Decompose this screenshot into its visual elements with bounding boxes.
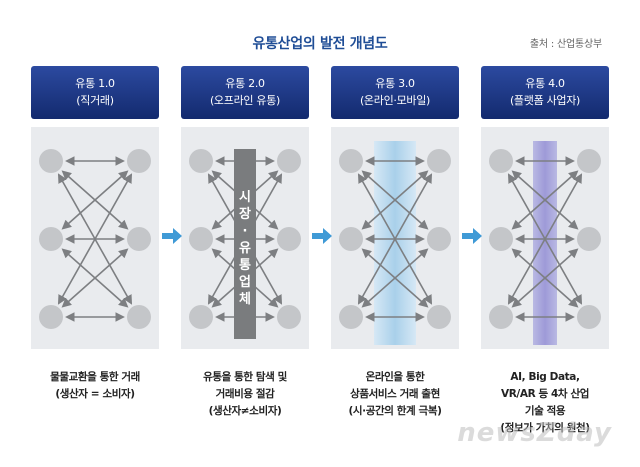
exchange-link [511, 248, 579, 308]
participant-node [577, 305, 601, 329]
stage-4-desc-line: 기술 적용 [524, 405, 566, 417]
stage-1-subtitle: (직거래) [76, 94, 114, 107]
participant-node [577, 149, 601, 173]
stage-2-desc-line: 거래비용 절감 [215, 388, 275, 400]
right-arrow-icon [162, 228, 182, 244]
stage-2-header: 유통 2.0 (오프라인 유통) [181, 66, 309, 119]
source-note: 출처 : 산업통상부 [529, 39, 602, 50]
participant-node [489, 227, 513, 251]
stage-3: 유통 3.0 (온라인·모바일) 온라인을 통한 상품서비스 거래 출현 (시·… [331, 66, 459, 420]
participant-node [489, 149, 513, 173]
participant-node [189, 149, 213, 173]
stage-3-subtitle: (온라인·모바일) [359, 94, 431, 107]
watermark-logo: newsZday [457, 418, 612, 448]
participant-node [577, 227, 601, 251]
participant-node [127, 227, 151, 251]
stage-2-desc-line: (생산자≠소비자) [208, 405, 282, 417]
participant-node [427, 305, 451, 329]
stage-4-subtitle: (플랫폼 사업자) [509, 94, 581, 107]
stage-4-description: AI, Big Data, VR/AR 등 4차 산업 기술 적용 (정보가 가… [481, 369, 609, 437]
participant-node [39, 305, 63, 329]
stage-4: 유통 4.0 (플랫폼 사업자) AI, Big Data, VR/AR 등 4… [481, 66, 609, 437]
stage-3-title: 유통 3.0 [375, 77, 415, 90]
participant-node [189, 227, 213, 251]
participant-node [339, 305, 363, 329]
participant-node [39, 149, 63, 173]
market-label-char: 통 [239, 258, 251, 273]
stage-4-desc-line: (정보가 가치의 원천) [500, 422, 590, 434]
stage-4-header: 유통 4.0 (플랫폼 사업자) [481, 66, 609, 119]
participant-node [489, 305, 513, 329]
stage-3-desc-line: 온라인을 통한 [365, 371, 425, 383]
market-label-char: 장 [239, 207, 251, 222]
stage-2-desc-line: 유통을 통한 탐색 및 [203, 371, 287, 383]
stage-2-description: 유통을 통한 탐색 및 거래비용 절감 (생산자≠소비자) [181, 369, 309, 420]
stage-1-description: 물물교환을 통한 거래 (생산자 = 소비자) [31, 369, 159, 403]
stage-1-desc-line: (생산자 = 소비자) [55, 388, 135, 400]
stage-1: 유통 1.0 (직거래) 물물교환을 통한 거래 (생산자 = 소비자) [31, 66, 159, 403]
participant-node [339, 227, 363, 251]
participant-node [427, 149, 451, 173]
platform-band [533, 141, 557, 345]
stage-4-title: 유통 4.0 [525, 77, 565, 90]
stage-3-network [339, 141, 451, 345]
participant-node [39, 227, 63, 251]
market-label-char: 유 [239, 241, 251, 256]
stage-3-network-panel [331, 127, 459, 349]
stage-1-header: 유통 1.0 (직거래) [31, 66, 159, 119]
participant-node [277, 227, 301, 251]
stage-2-subtitle: (오프라인 유통) [209, 94, 281, 107]
stage-4-network [489, 141, 601, 345]
stage-3-header: 유통 3.0 (온라인·모바일) [331, 66, 459, 119]
participant-node [189, 305, 213, 329]
market-label-char: 체 [239, 292, 251, 307]
stage-4-desc-line: AI, Big Data, [510, 371, 580, 383]
diagram-title: 유통산업의 발전 개념도 [252, 36, 388, 52]
stage-3-desc-line: 상품서비스 거래 출현 [350, 388, 440, 400]
stage-1-network [39, 149, 151, 329]
market-label-char: 시 [239, 190, 251, 205]
participant-node [127, 149, 151, 173]
market-label-char: 업 [239, 275, 251, 290]
stage-1-desc-line: 물물교환을 통한 거래 [50, 371, 140, 383]
stage-3-desc-line: (시·공간의 한계 극복) [348, 405, 442, 417]
stage-4-network-panel [481, 127, 609, 349]
stage-3-description: 온라인을 통한 상품서비스 거래 출현 (시·공간의 한계 극복) [331, 369, 459, 420]
stage-1-title: 유통 1.0 [75, 77, 115, 90]
right-arrow-icon [312, 228, 332, 244]
market-label-char: · [242, 224, 248, 239]
participant-node [127, 305, 151, 329]
right-arrow-icon [462, 228, 482, 244]
stage-2-title: 유통 2.0 [225, 77, 265, 90]
participant-node [427, 227, 451, 251]
exchange-link [361, 248, 429, 308]
participant-node [277, 305, 301, 329]
stage-4-desc-line: VR/AR 등 4차 산업 [501, 388, 589, 400]
stage-1-network-panel [31, 127, 159, 349]
exchange-link [61, 248, 129, 308]
participant-node [277, 149, 301, 173]
participant-node [339, 149, 363, 173]
online-mobile-band [374, 141, 416, 345]
